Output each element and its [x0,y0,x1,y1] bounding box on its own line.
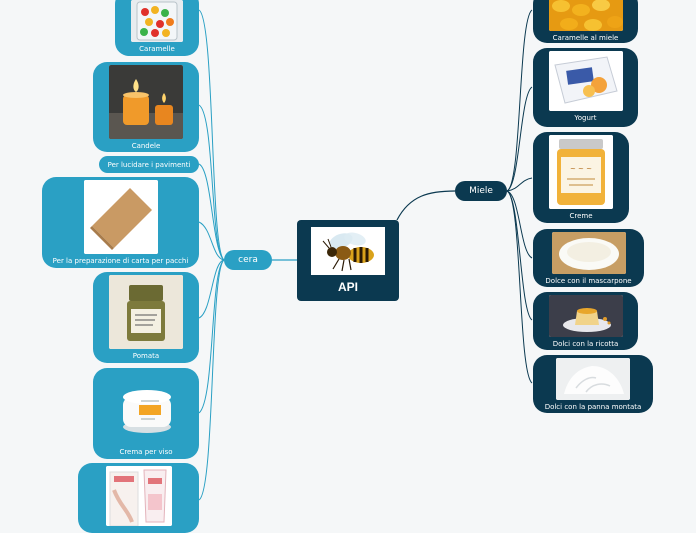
node-pomata[interactable]: Pomata [93,272,199,363]
ricotta-dessert-icon [549,295,623,337]
node-crema-viso-label: Crema per viso [119,448,172,457]
node-carta-pacchi-label: Per la preparazione di carta per pacchi [53,257,189,266]
node-panna-montata[interactable]: Dolci con la panna montata [533,355,653,413]
node-yogurt-label: Yogurt [574,114,596,123]
mascarpone-icon [552,232,626,274]
node-crema-tubo[interactable] [78,463,199,533]
honey-cream-jar-icon: ~ ~ ~ [549,135,613,209]
svg-text:~ ~ ~: ~ ~ ~ [570,165,592,173]
connector-cera-caramelle [199,10,224,260]
node-caramelle-miele[interactable]: Caramelle al miele [533,0,638,43]
connector-cera-tube [199,260,224,500]
candy-jar-icon [131,0,183,42]
node-panna-montata-label: Dolci con la panna montata [545,403,642,412]
connector-miele-ricotta [507,191,532,320]
whipped-cream-icon [556,358,630,400]
connector-api-miele [397,191,455,220]
node-mascarpone-label: Dolce con il mascarpone [545,277,631,286]
candles-icon [109,65,183,139]
node-yogurt[interactable]: Yogurt [533,48,638,127]
node-carta-pacchi[interactable]: Per la preparazione di carta per pacchi [42,177,199,268]
wrapping-paper-icon [84,180,158,254]
node-pavimenti[interactable]: Per lucidare i pavimenti [99,156,199,173]
node-candele[interactable]: Candele [93,62,199,152]
node-pomata-label: Pomata [133,352,159,361]
node-ricotta-label: Dolci con la ricotta [553,340,619,349]
honey-candies-icon [549,0,623,31]
cream-tube-icon [106,466,172,526]
branch-cera[interactable]: cera [224,250,272,270]
node-ricotta[interactable]: Dolci con la ricotta [533,292,638,350]
central-topic-title: API [338,280,358,294]
node-creme[interactable]: ~ ~ ~ Creme [533,132,629,223]
node-candele-label: Candele [132,142,161,151]
node-creme-label: Creme [569,212,592,221]
node-mascarpone[interactable]: Dolce con il mascarpone [533,229,644,287]
node-caramelle-miele-label: Caramelle al miele [553,34,619,43]
ointment-jar-icon [109,275,183,349]
yogurt-pack-icon [549,51,623,111]
branch-miele[interactable]: Miele [455,181,507,201]
central-topic-api[interactable]: API [297,220,399,301]
bee-icon [311,227,385,275]
node-caramelle[interactable]: Caramelle [115,0,199,56]
face-cream-icon [109,371,183,445]
node-crema-viso[interactable]: Crema per viso [93,368,199,459]
node-caramelle-label: Caramelle [139,45,175,54]
connector-miele-caramelle [507,10,532,191]
